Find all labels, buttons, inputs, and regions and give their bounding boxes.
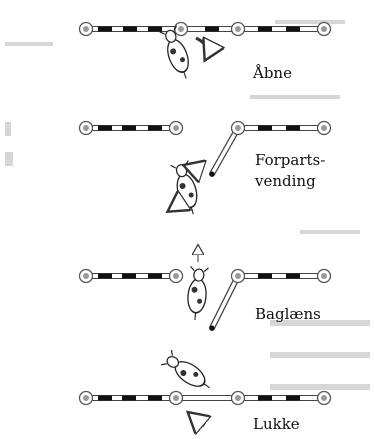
right-gate-bar [175, 395, 325, 401]
swinging-gate [209, 125, 241, 177]
step-close [78, 349, 332, 426]
gate-post [173, 21, 189, 37]
gate-post [78, 21, 94, 37]
gate-post [316, 120, 332, 136]
direction-arrow [195, 38, 208, 58]
direction-arrow [186, 166, 198, 170]
label-forequarter-turn-line2: vending [255, 172, 316, 190]
right-gate-bar [180, 26, 325, 32]
right-gate-bar [237, 273, 325, 279]
right-gate-bar [237, 125, 325, 131]
step-backwards [78, 246, 332, 331]
label-open: Åbne [253, 64, 292, 82]
cow-figure [160, 349, 216, 396]
label-backwards: Baglæns [255, 305, 321, 323]
direction-arrow [190, 414, 204, 426]
gate-post [168, 120, 184, 136]
gate-post [316, 268, 332, 284]
label-forequarter-turn-line1: Forparts- [255, 151, 326, 169]
gate-post [230, 120, 246, 136]
left-gate-bar [85, 26, 182, 32]
gate-post [168, 268, 184, 284]
gate-post [316, 390, 332, 406]
left-gate-bar [85, 395, 177, 401]
background-bleed [5, 20, 370, 390]
direction-arrow [170, 202, 182, 210]
swinging-gate [209, 273, 241, 331]
step-open [78, 21, 332, 83]
label-close: Lukke [253, 415, 300, 433]
gate-post [230, 268, 246, 284]
gate-post [78, 390, 94, 406]
left-gate-bar [85, 273, 177, 279]
gate-post [78, 120, 94, 136]
gate-post [230, 21, 246, 37]
cow-figure [185, 265, 210, 322]
gate-post [316, 21, 332, 37]
gate-post [230, 390, 246, 406]
gate-post [168, 390, 184, 406]
gate-post [78, 268, 94, 284]
step-forequarter-turn [78, 120, 332, 218]
left-gate-bar [85, 125, 177, 131]
